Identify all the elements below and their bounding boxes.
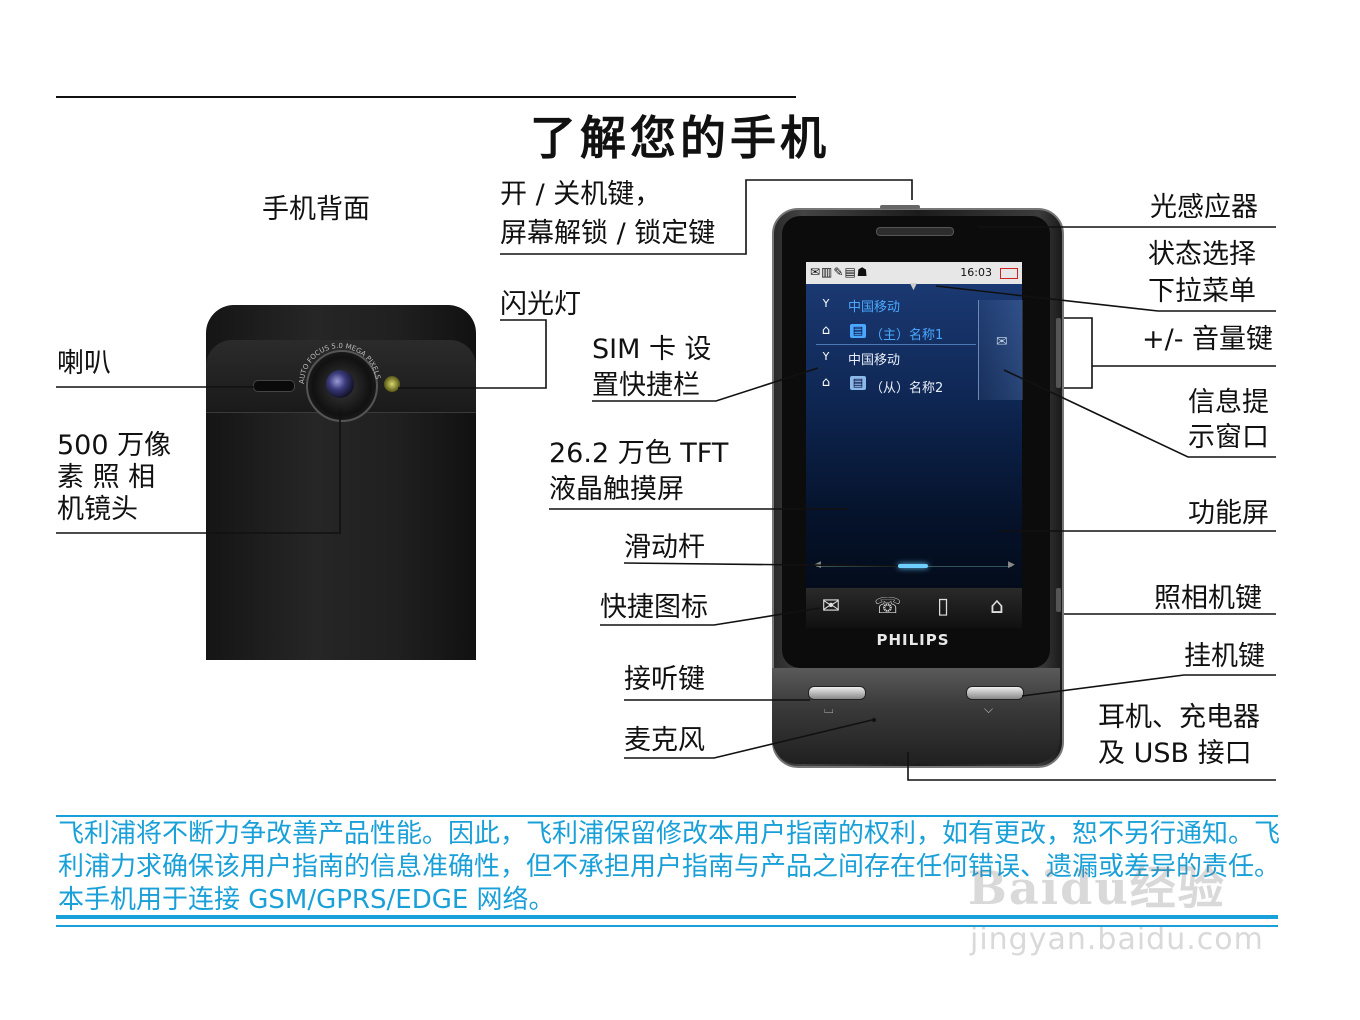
camera-side-button	[1056, 588, 1061, 612]
lens-ring-text: AUTO FOCUS 5.0 MEGA PIXELS	[298, 342, 382, 384]
label-camera-lens-1: 500 万像	[57, 430, 172, 461]
sim1-operator: 中国移动	[848, 300, 901, 315]
back-heading: 手机背面	[262, 194, 370, 225]
label-camera-key: 照相机键	[1154, 583, 1262, 614]
status-dropdown-arrow-icon: ▼	[910, 282, 917, 292]
notice-top-rule	[56, 815, 1278, 817]
earpiece-grille	[876, 227, 954, 236]
camera-lens-icon	[326, 370, 354, 398]
shortcut-dock	[806, 588, 1022, 628]
message-shortcut-icon: ✉	[821, 594, 841, 619]
label-status-1: 状态选择	[1148, 239, 1256, 270]
watermark-logo: Baidu经验	[968, 861, 1226, 915]
label-power-1: 开 / 关机键，	[500, 179, 662, 210]
phone-lower-bezel	[772, 668, 1060, 764]
home-icon: ⌂	[821, 323, 831, 338]
notice-bottom-rule	[56, 915, 1278, 919]
label-message-1: 信息提	[1188, 387, 1269, 418]
label-volume: +/- 音量键	[1142, 324, 1274, 355]
label-flash: 闪光灯	[500, 289, 581, 320]
status-time: 16:03	[960, 266, 992, 279]
label-speaker: 喇叭	[57, 348, 111, 379]
notice-text: 飞利浦将不断力争改善产品性能。因此，飞利浦保留修改本用户指南的权利，如有更改，恕…	[58, 819, 1281, 915]
label-camera-lens-2: 素 照 相	[57, 462, 156, 493]
svg-text:AUTO FOCUS 5.0 MEGA PIXELS: AUTO FOCUS 5.0 MEGA PIXELS	[298, 342, 382, 384]
label-tft-1: 26.2 万色 TFT	[549, 438, 729, 469]
screen-status-bar: ✉▥✎▤☗ 16:03	[806, 262, 1022, 284]
label-status-2: 下拉菜单	[1148, 276, 1256, 307]
sim2-operator: 中国移动	[848, 353, 901, 368]
label-port-1: 耳机、充电器	[1098, 702, 1260, 733]
end-key-glyph: ⌵	[984, 702, 994, 716]
status-icons: ✉▥✎▤☗	[810, 265, 869, 279]
label-message-2: 示窗口	[1188, 422, 1269, 453]
label-tft-2: 液晶触摸屏	[549, 474, 684, 505]
sim-card-icon: ▤	[850, 324, 866, 338]
signal-icon-2: Y	[822, 350, 830, 363]
label-power-2: 屏幕解锁 / 锁定键	[500, 218, 716, 249]
phone-shortcut-icon: ▯	[936, 594, 950, 619]
label-light-sensor: 光感应器	[1150, 192, 1258, 223]
slider-left-arrow-icon: ◀	[814, 560, 821, 570]
answer-key	[808, 686, 866, 700]
power-button	[880, 205, 920, 209]
label-slider: 滑动杆	[624, 532, 705, 563]
slider-knob	[898, 564, 928, 568]
sim1-contact: （主）名称1	[870, 328, 944, 343]
label-camera-lens-3: 机镜头	[57, 494, 138, 525]
top-rule	[56, 96, 796, 98]
notice-bottom-rule-thin	[56, 925, 1278, 927]
slider-right-arrow-icon: ▶	[1008, 560, 1015, 570]
battery-icon	[1000, 268, 1018, 279]
answer-key-glyph: ⌴	[824, 702, 834, 716]
volume-button	[1056, 318, 1061, 388]
label-port-2: 及 USB 接口	[1098, 738, 1252, 769]
message-icon: ✉	[996, 334, 1008, 350]
rear-speaker-grille	[253, 380, 295, 392]
label-sim-1: SIM 卡 设	[592, 334, 712, 365]
brand-logo: PHILIPS	[876, 631, 950, 649]
label-microphone: 麦克风	[624, 725, 705, 756]
label-end-key: 挂机键	[1184, 641, 1265, 672]
sim2-contact: （从）名称2	[870, 381, 944, 396]
sim-divider	[816, 344, 976, 345]
message-panel	[978, 300, 1023, 400]
flash-led-icon	[384, 376, 400, 392]
label-sim-2: 置快捷栏	[592, 370, 700, 401]
home-shortcut-icon: ⌂	[990, 594, 1004, 619]
home-icon-2: ⌂	[821, 375, 831, 390]
microphone-hole	[872, 718, 876, 722]
end-key	[966, 686, 1024, 700]
label-function-screen: 功能屏	[1188, 498, 1269, 529]
label-answer-key: 接听键	[624, 664, 705, 695]
sim-card-icon-2: ▤	[850, 376, 866, 390]
watermark-url: jingyan.baidu.com	[970, 922, 1264, 957]
label-shortcut-icons: 快捷图标	[600, 592, 708, 623]
signal-icon: Y	[822, 297, 830, 310]
call-shortcut-icon: ☏	[874, 594, 902, 619]
page-title: 了解您的手机	[530, 111, 830, 165]
